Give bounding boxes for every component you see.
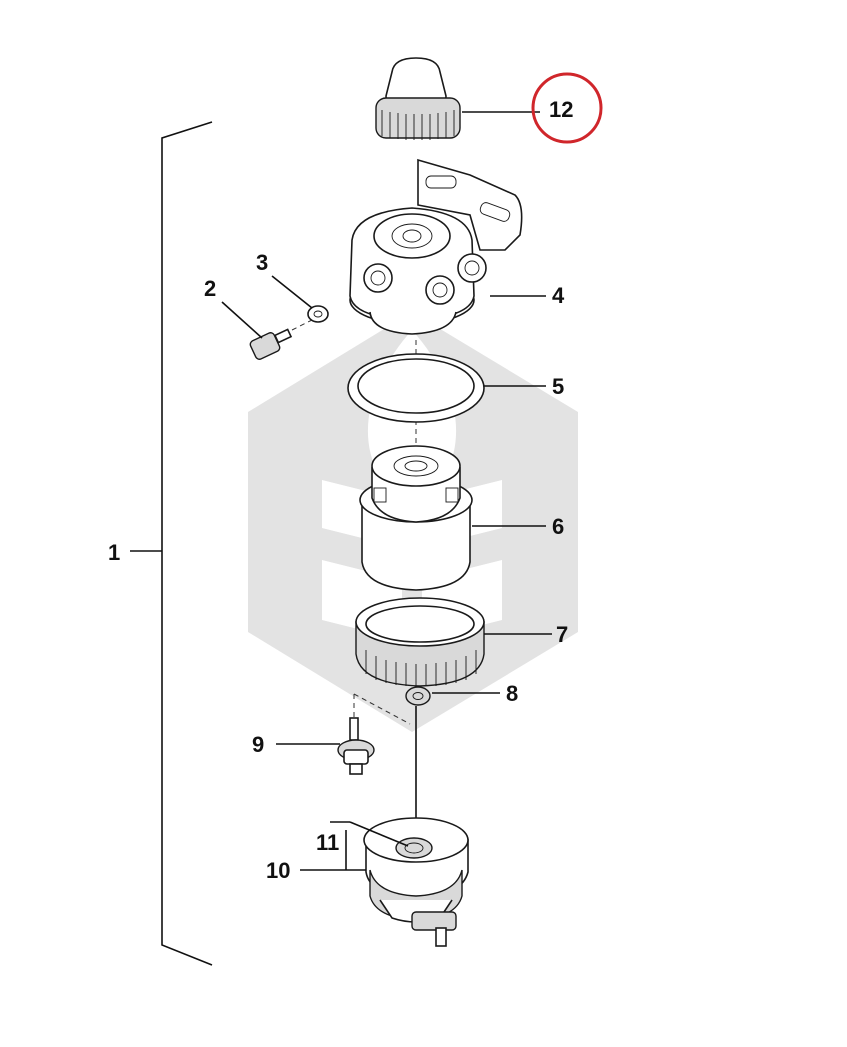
callout-3: 3 [256, 250, 268, 275]
part-2-bleed-screw [249, 319, 313, 360]
callout-2: 2 [204, 276, 216, 301]
part-4-filter-head [349, 158, 523, 335]
part-10-bowl [363, 817, 469, 947]
part-3-washer [307, 305, 329, 323]
leader-lines [221, 111, 552, 871]
part-6-filter-element [359, 445, 473, 591]
part-8-washer [405, 686, 431, 706]
callout-10: 10 [266, 858, 290, 883]
axis-line [353, 693, 411, 725]
callout-9: 9 [252, 732, 264, 757]
callout-labels: 12 1 2 3 4 5 6 7 8 9 10 11 [108, 97, 573, 883]
callout-1: 1 [108, 540, 120, 565]
callout-6: 6 [552, 514, 564, 539]
callout-5: 5 [552, 374, 564, 399]
callout-11: 11 [316, 830, 339, 855]
part-12-cap [375, 57, 461, 140]
highlight-circle [531, 72, 603, 144]
callout-12: 12 [549, 97, 573, 122]
callout-7: 7 [556, 622, 568, 647]
part-5-seal-ring [347, 353, 485, 423]
assembly-bracket [130, 121, 213, 966]
part-7-retaining-ring [355, 597, 485, 687]
callout-8: 8 [506, 681, 518, 706]
callout-4: 4 [552, 283, 565, 308]
part-9-drain-plug [337, 717, 375, 775]
